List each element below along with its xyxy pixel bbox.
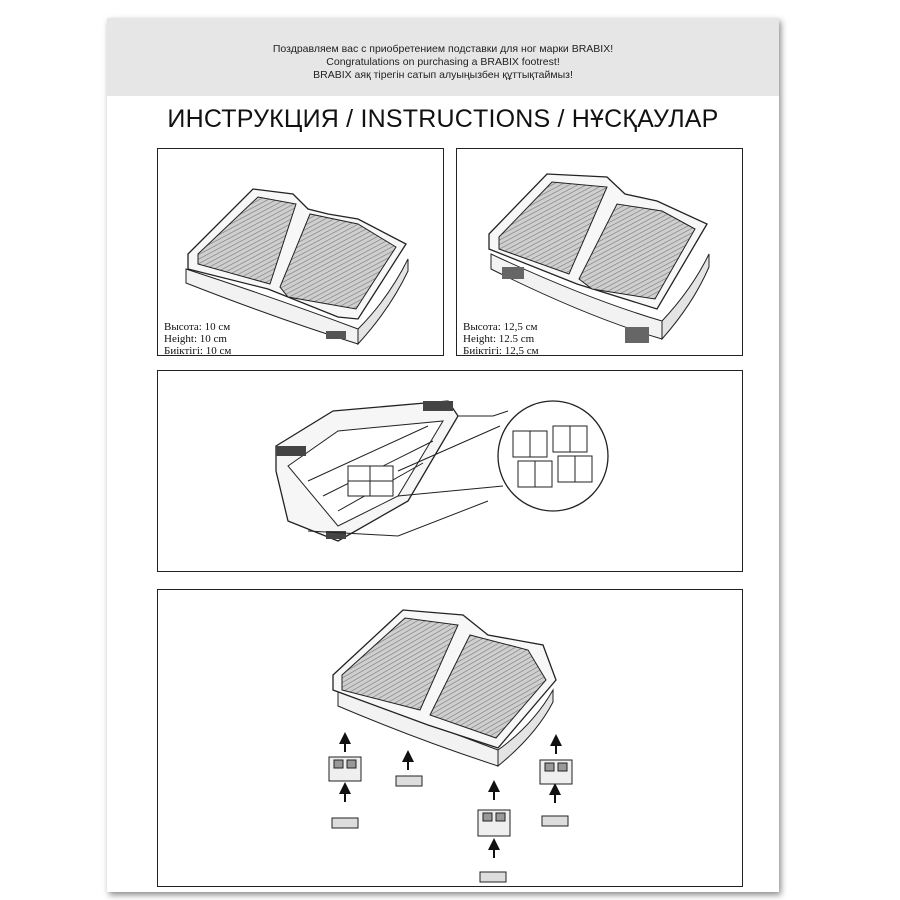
page-title: ИНСТРУКЦИЯ / INSTRUCTIONS / НҰСҚАУЛАР: [167, 105, 719, 133]
spec-kk: Биіктігі: 12,5 см: [463, 345, 539, 357]
feet-installation-illustration: [328, 609, 573, 883]
panel-underside-detail: [157, 370, 743, 572]
footrest-low-illustration: [185, 188, 409, 346]
panel-height-low: Высота: 10 см Height: 10 cm Биіктігі: 10…: [157, 148, 444, 357]
spec-en: Height: 12.5 cm: [463, 333, 535, 345]
banner-line-kk: BRABIX аяқ тірегін сатып алуыңызбен құтт…: [313, 69, 573, 81]
panel-feet-installation: [157, 589, 743, 887]
congratulations-banner: Поздравляем вас с приобретением подставк…: [107, 18, 779, 96]
footrest-high-illustration: [488, 173, 710, 343]
spec-kk: Биіктігі: 10 см: [164, 345, 232, 357]
spec-en: Height: 10 cm: [164, 333, 227, 345]
footrest-underside-illustration: [275, 400, 609, 542]
spec-ru: Высота: 12,5 см: [463, 321, 538, 333]
spec-ru: Высота: 10 см: [164, 321, 231, 333]
banner-line-ru: Поздравляем вас с приобретением подставк…: [272, 43, 614, 55]
banner-line-en: Congratulations on purchasing a BRABIX f…: [326, 56, 560, 68]
panel-height-high: Высота: 12,5 см Height: 12.5 cm Биіктігі…: [456, 148, 743, 357]
instruction-sheet: Поздравляем вас с приобретением подставк…: [107, 18, 779, 892]
